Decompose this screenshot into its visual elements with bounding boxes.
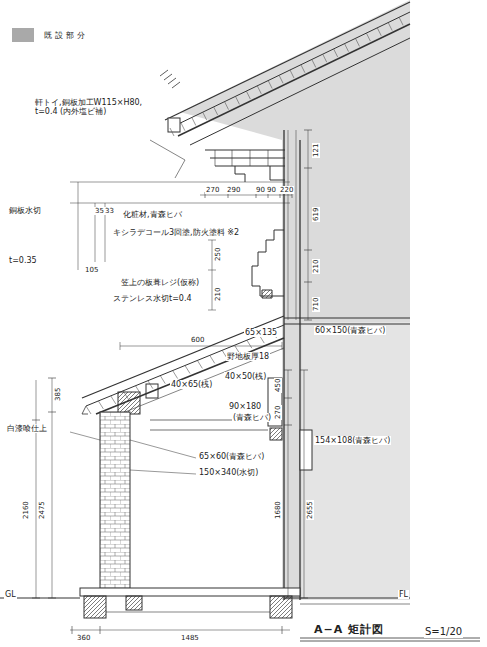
- tile-stroke: [173, 371, 178, 379]
- dimension: 270: [274, 405, 282, 420]
- part-note: 154×108(青森ヒバ): [314, 436, 391, 445]
- part-note: 65×135: [244, 328, 278, 337]
- tile-stroke: [312, 59, 316, 67]
- tile-stroke: [160, 376, 165, 384]
- dimension: 360: [76, 634, 91, 642]
- part-note: 銅板水切: [8, 206, 42, 215]
- tile-stroke: [388, 23, 392, 31]
- tile-stroke: [235, 96, 239, 104]
- part-note: FL: [398, 590, 409, 599]
- part-note: GL: [4, 590, 17, 599]
- tile-stroke: [192, 117, 196, 125]
- tile-stroke: [345, 44, 349, 52]
- part-note: 笠上の板葺レジ(仮称): [120, 278, 200, 287]
- tile-stroke: [366, 33, 370, 41]
- tile-stroke: [185, 366, 190, 374]
- tile-stroke: [246, 91, 250, 99]
- tile-stroke: [225, 102, 229, 110]
- dimension: 33: [104, 207, 115, 215]
- legend-text: 既設部分: [44, 30, 88, 41]
- dimension: 619: [312, 207, 320, 222]
- dimension: 90: [266, 186, 277, 194]
- tile-stroke: [279, 75, 283, 83]
- tile-stroke: [136, 386, 141, 394]
- dimension: 90: [255, 186, 266, 194]
- tile-stroke: [290, 70, 294, 78]
- tile-stroke: [355, 38, 359, 46]
- tile-stroke: [399, 17, 403, 25]
- dimension: 270: [205, 186, 220, 194]
- part-note: 90×180: [228, 402, 262, 411]
- dimension: 210: [312, 259, 320, 274]
- legend: 既設部分: [12, 28, 88, 42]
- part-note: キシラデコール3回塗,防火塗料 ※2: [112, 228, 240, 237]
- part-note: 150×340(水切): [198, 468, 259, 477]
- tile-stroke: [323, 54, 327, 62]
- part-note: S=1/20: [424, 626, 463, 638]
- dimension: 2475: [38, 500, 46, 520]
- dimension: 210: [214, 287, 222, 302]
- tile-stroke: [86, 406, 91, 414]
- dimension: 450: [274, 378, 282, 393]
- tile-stroke: [301, 65, 305, 73]
- tile-stroke: [377, 28, 381, 36]
- dimension: 121: [312, 143, 320, 158]
- dimension: 600: [190, 336, 205, 344]
- tile-stroke: [257, 86, 261, 94]
- tile-stroke: [334, 49, 338, 57]
- tile-stroke: [197, 360, 202, 368]
- tile-stroke: [214, 107, 218, 115]
- dimension: 2655: [306, 500, 314, 520]
- dimension: 105: [84, 266, 99, 274]
- part-note: t=0.35: [8, 256, 38, 265]
- part-note: (青森ヒバ): [232, 413, 272, 422]
- part-note: 化粧材,青森ヒバ: [122, 210, 183, 219]
- tile-stroke: [170, 128, 174, 136]
- dimension: 710: [312, 297, 320, 312]
- dimension: 250: [214, 247, 222, 262]
- legend-swatch: [12, 28, 34, 42]
- part-note: 60×150(青森ヒバ): [314, 326, 386, 335]
- part-note: 40×50(桟): [224, 372, 267, 381]
- tile-stroke: [111, 396, 116, 404]
- dimension: 1485: [180, 634, 200, 642]
- part-note: 40×65(桟): [170, 380, 213, 389]
- part-note: 軒トイ,銅板加工W115×H80, t=0.4 (内外塩ビ補): [34, 98, 164, 116]
- tile-stroke: [203, 112, 207, 120]
- part-note: 65×60(青森ヒバ): [198, 452, 265, 461]
- tile-stroke: [123, 391, 128, 399]
- part-note: ステンレス水切t=0.4: [112, 294, 193, 303]
- tile-stroke: [148, 381, 153, 389]
- tile-stroke: [98, 401, 103, 409]
- dimension: 2160: [22, 500, 30, 520]
- dimension: 220: [279, 186, 294, 194]
- drawing-title: A−A 矩計図: [312, 622, 386, 637]
- tile-stroke: [247, 340, 252, 348]
- dimension: 1680: [274, 500, 282, 520]
- part-note: 野地板厚18: [226, 352, 270, 361]
- dimension: 290: [226, 186, 241, 194]
- dimension: 385: [54, 387, 62, 402]
- part-note: 白漆喰仕上: [6, 424, 48, 433]
- tile-stroke: [181, 123, 185, 131]
- tile-stroke: [210, 355, 215, 363]
- tile-stroke: [268, 81, 272, 89]
